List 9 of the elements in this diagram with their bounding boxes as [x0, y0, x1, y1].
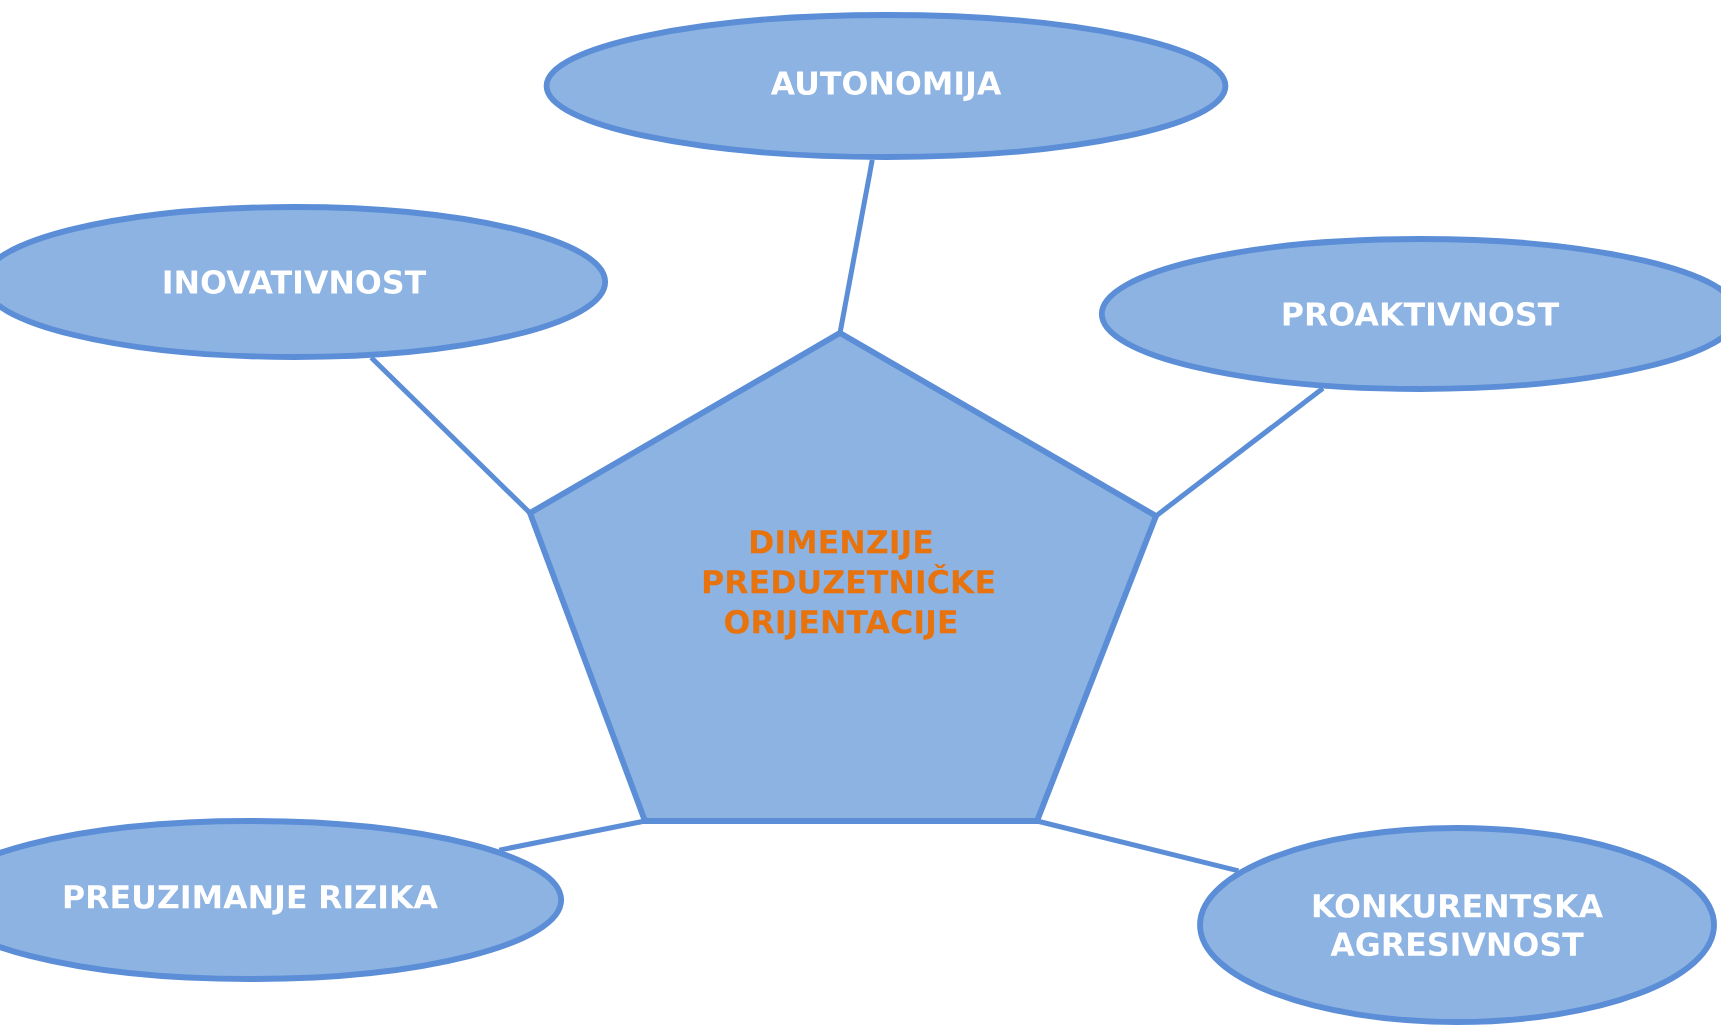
ellipse-box: AUTONOMIJA	[543, 12, 1229, 160]
connector-line	[369, 355, 532, 515]
connector-line	[498, 818, 646, 853]
ellipse-box: KONKURENTSKA AGRESIVNOST	[1197, 825, 1717, 1025]
connector-line	[1036, 818, 1240, 874]
ellipse-box: PREUZIMANJE RIZIKA	[0, 818, 565, 982]
connector-line	[837, 159, 875, 334]
ellipse-box: PROAKTIVNOST	[1098, 236, 1721, 392]
connector-line	[1154, 386, 1325, 518]
